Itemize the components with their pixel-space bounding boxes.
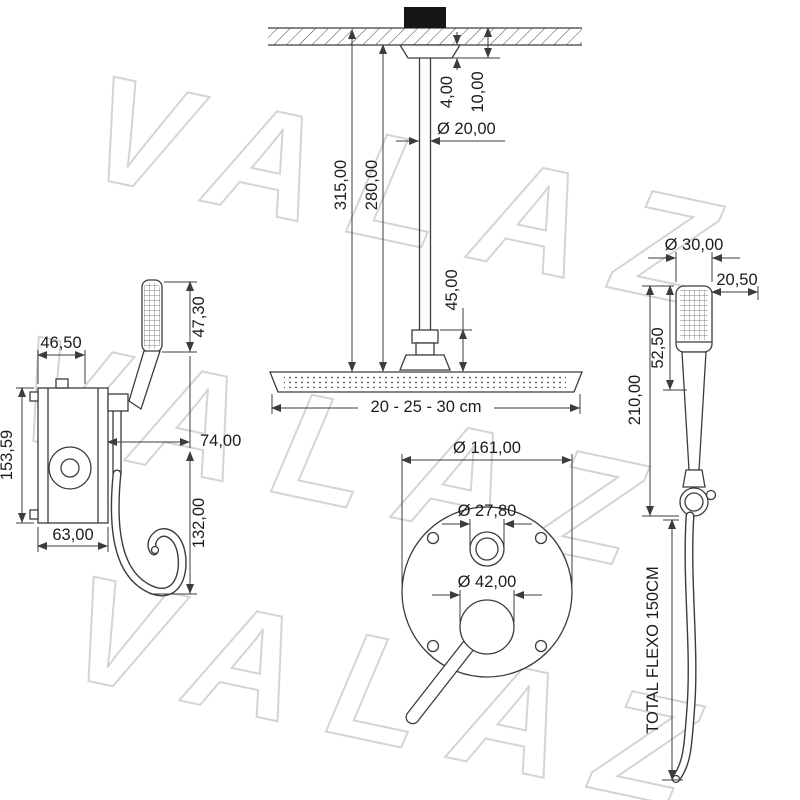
valve-cartridge — [48, 446, 92, 490]
handshower-side-face — [144, 283, 160, 349]
dim-pipe-diameter: Ø 20,00 — [437, 120, 496, 138]
dim-arm-total: 315,00 — [332, 160, 350, 210]
dim-valve-top-width: 46,50 — [40, 334, 81, 352]
ceiling-mount-box — [404, 7, 446, 28]
handshower-fitting — [682, 469, 706, 488]
handshower-side-handle — [128, 350, 161, 411]
mixer-trim: Ø 161,00 Ø 27,80 Ø 42,00 — [401, 439, 573, 725]
dims-left: 46,50 47,30 74,00 132,00 153,59 63,00 — [0, 281, 241, 595]
holder-knob — [705, 489, 717, 501]
shower-head-nozzles — [284, 376, 566, 388]
arm-union-nut — [411, 329, 439, 344]
dim-hs-head-length: 52,50 — [649, 327, 667, 368]
ceiling-flange — [398, 44, 462, 59]
screw-icon — [426, 639, 440, 653]
valve-stub — [55, 378, 69, 389]
screw-icon — [426, 531, 440, 545]
mixer-handle — [459, 599, 515, 655]
dim-arm-length: 280,00 — [363, 160, 381, 210]
dim-flange-height: 4,00 — [438, 76, 456, 108]
diverter-knob — [469, 531, 505, 567]
mount-tab — [29, 391, 39, 402]
shower-arm — [399, 58, 451, 371]
dim-plate-diameter: Ø 161,00 — [453, 439, 521, 457]
dims-right: Ø 30,00 20,50 210,00 52,50 TOTAL FLEXO 1… — [626, 236, 759, 781]
holder-ring — [679, 487, 709, 517]
dim-valve-bottom-width: 63,00 — [52, 526, 93, 544]
dim-hs-head-diameter: Ø 30,00 — [665, 236, 724, 254]
hose-end-fitting — [671, 774, 681, 784]
trim-plate — [401, 506, 573, 678]
dims-top: 4,00 10,00 Ø 20,00 315,00 280,00 45,00 2… — [271, 27, 581, 416]
ceiling-section — [268, 7, 582, 59]
hose-length-label: TOTAL FLEXO 150CM — [644, 566, 662, 734]
shower-head — [269, 371, 583, 393]
dim-arm-lower: 45,00 — [443, 269, 461, 310]
mount-tab — [29, 509, 39, 520]
dim-valve-body-height: 153,59 — [0, 430, 16, 480]
dim-diverter-diameter: Ø 27,80 — [458, 502, 517, 520]
dim-hs-total-height: 210,00 — [626, 375, 644, 425]
dim-hs-head-depth: 20,50 — [716, 271, 757, 289]
handshower-handle — [681, 351, 707, 471]
dim-outlet-drop: 132,00 — [190, 498, 208, 548]
dim-valve-depth: 74,00 — [200, 432, 241, 450]
valve-unit — [29, 279, 187, 597]
dim-handle-diameter: Ø 42,00 — [458, 573, 517, 591]
dim-handshower-head-height: 47,30 — [190, 296, 208, 337]
watermark-text: VALAZ — [73, 42, 762, 345]
ceiling-hatch — [268, 28, 582, 45]
dim-ceiling-offset: 10,00 — [469, 71, 487, 112]
handshower-front — [671, 285, 717, 784]
screw-icon — [534, 639, 548, 653]
handshower-face — [680, 290, 708, 340]
dim-head-sizes: 20 - 25 - 30 cm — [371, 398, 482, 416]
arm-flare — [399, 354, 451, 371]
outlet-elbow — [107, 393, 129, 412]
hose-fitting — [150, 545, 160, 555]
screw-icon — [534, 531, 548, 545]
